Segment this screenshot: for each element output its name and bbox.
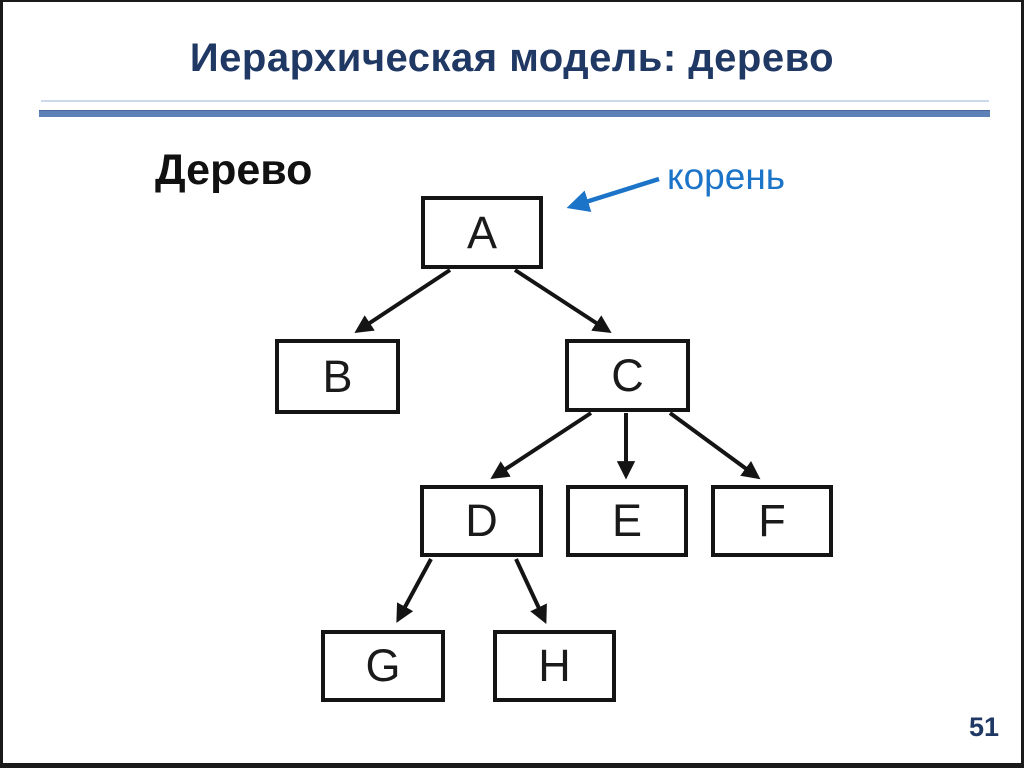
node-F: F	[711, 485, 833, 557]
edge-D-H	[514, 558, 547, 625]
page-title: Иерархическая модель: дерево	[189, 36, 835, 80]
node-G-label: G	[365, 640, 401, 691]
edge-C-D	[490, 411, 593, 480]
edge-D-G	[396, 558, 433, 623]
title-rule-thin	[41, 100, 989, 102]
node-C: C	[565, 339, 690, 412]
node-B: B	[275, 339, 400, 414]
edge-A-C	[513, 268, 612, 334]
root-annotation-arrow	[566, 176, 660, 213]
node-E-label: E	[611, 495, 642, 546]
title-rule-thick	[39, 110, 990, 117]
node-D: D	[420, 485, 543, 557]
node-A-label: A	[466, 206, 497, 258]
node-A: A	[421, 196, 543, 269]
node-E: E	[566, 485, 688, 557]
page-number: 51	[968, 712, 999, 742]
node-F-label: F	[758, 495, 786, 546]
node-H: H	[493, 630, 616, 702]
node-H-label: H	[538, 640, 571, 691]
node-G: G	[321, 630, 445, 702]
node-B-label: B	[322, 350, 353, 402]
node-D-label: D	[465, 495, 498, 546]
root-annotation-label: корень	[667, 156, 786, 197]
edge-A-B	[354, 268, 452, 334]
edge-C-F	[668, 411, 761, 480]
diagram-heading: Дерево	[155, 146, 313, 194]
node-C-label: C	[611, 349, 644, 401]
